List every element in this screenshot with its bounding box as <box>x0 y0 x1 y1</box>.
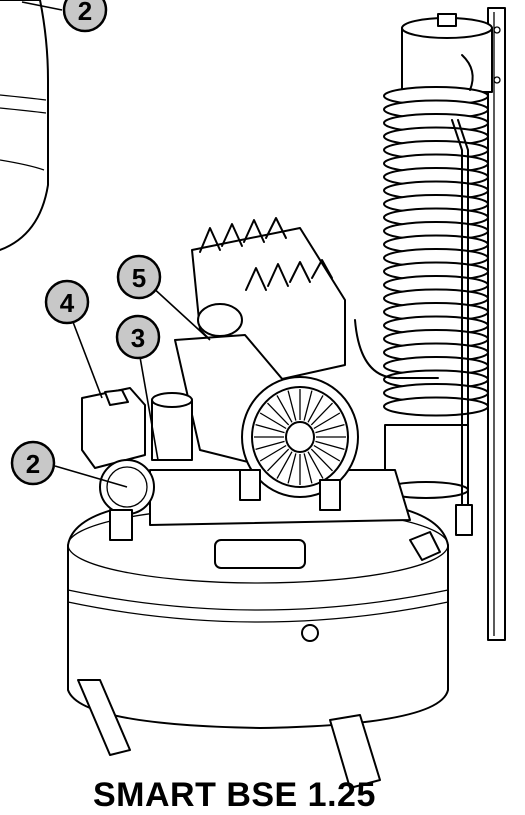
fan-spoke <box>303 390 313 421</box>
callout-3: 3 <box>115 314 161 360</box>
fan-spoke <box>287 390 297 421</box>
callout-label: 2 <box>26 449 40 479</box>
callout-label: 2 <box>78 0 92 26</box>
callout-2-gauge: 2 <box>10 440 56 486</box>
callout-2-top: 2 <box>62 0 108 33</box>
coil-ring <box>383 396 489 417</box>
fan-spoke <box>307 451 324 479</box>
cooling-coil <box>383 13 493 536</box>
fan-spoke <box>313 412 341 430</box>
fan-spoke <box>303 453 313 484</box>
capacitor <box>151 392 193 461</box>
leader-5 <box>149 284 211 341</box>
fan-spoke <box>255 423 285 434</box>
lower-tank <box>67 499 449 789</box>
fan-spoke <box>287 453 297 484</box>
fan-spoke <box>315 440 345 451</box>
fan-spoke <box>310 448 333 472</box>
leader-2-top <box>21 1 63 11</box>
fan-spoke <box>267 448 290 472</box>
fan-spoke <box>313 444 341 462</box>
fan-spoke <box>307 395 324 423</box>
air-hose <box>354 319 439 380</box>
fan-spoke <box>276 395 293 423</box>
upper-tank <box>0 0 49 251</box>
fan-spoke <box>310 402 333 426</box>
callout-5: 5 <box>116 254 162 300</box>
fan-spoke <box>315 423 345 434</box>
model-title: SMART BSE 1.25 <box>93 776 376 814</box>
fan-spoke <box>267 402 290 426</box>
callout-label: 5 <box>132 263 146 293</box>
leader-4 <box>72 321 103 399</box>
fan-spoke <box>259 444 287 462</box>
fan-spoke <box>259 412 287 430</box>
leader-2-gauge <box>54 465 128 488</box>
callout-label: 4 <box>60 288 75 318</box>
leader-3 <box>139 356 159 461</box>
callout-label: 3 <box>131 323 145 353</box>
mounting-rail <box>487 7 506 641</box>
callout-4: 4 <box>44 279 90 325</box>
pressure-switch <box>81 387 146 469</box>
fan-spoke <box>255 440 285 451</box>
electric-motor <box>174 334 359 511</box>
fan-spoke <box>276 451 293 479</box>
